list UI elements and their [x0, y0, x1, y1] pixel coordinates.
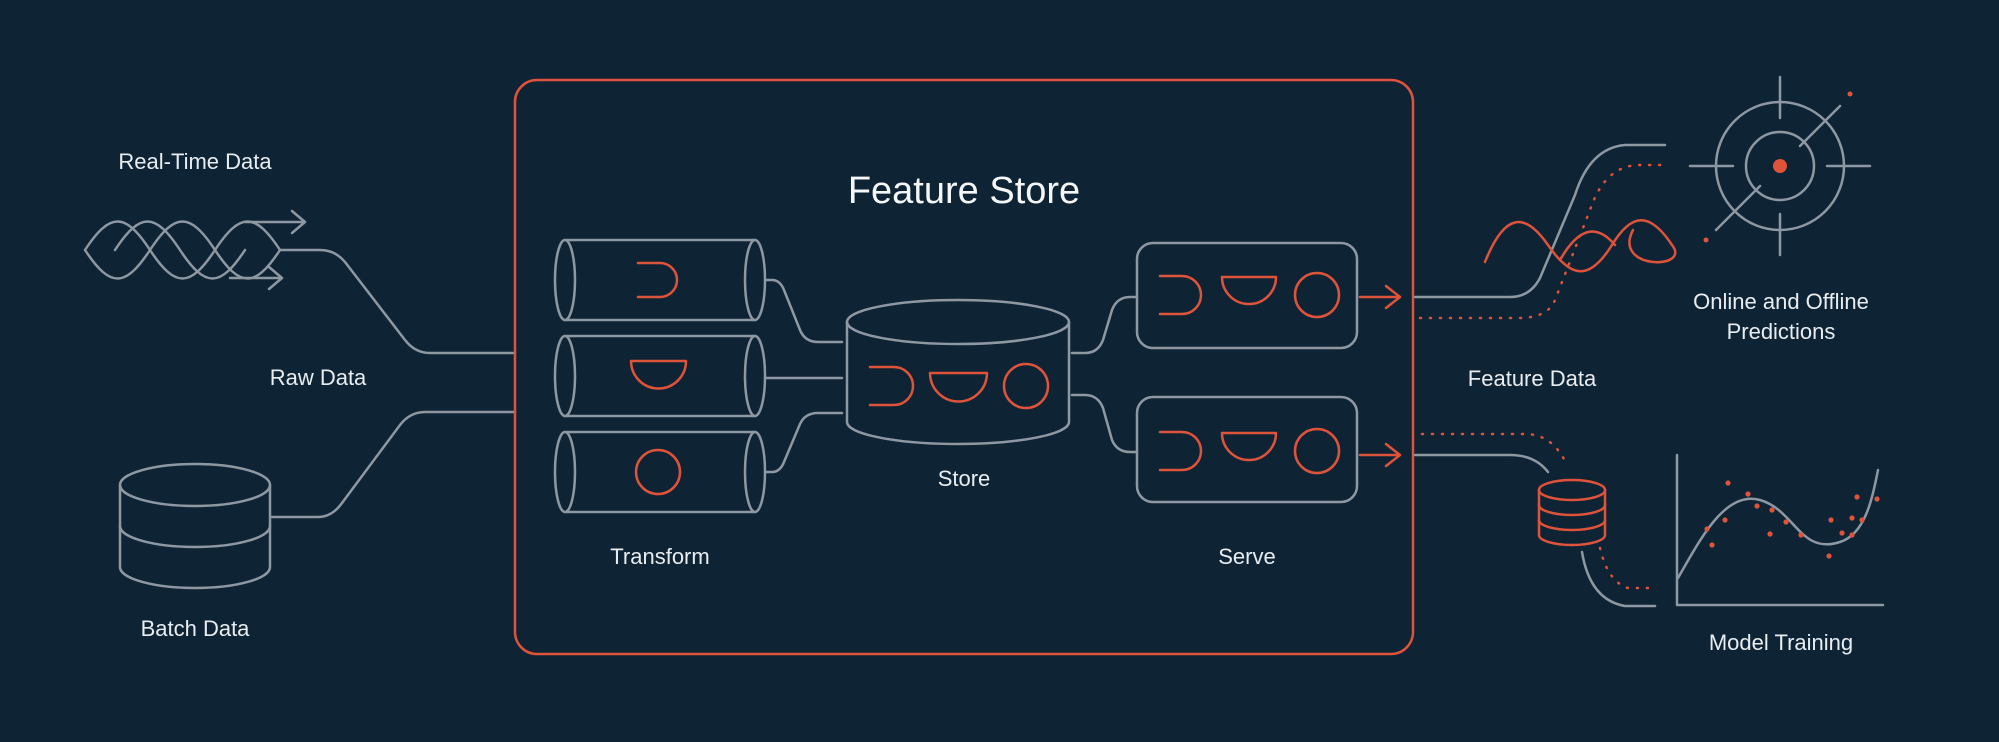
batch-data-database-icon: [118, 462, 272, 590]
online-feature-flow: [1413, 143, 1677, 320]
serve-box-online: [1135, 241, 1359, 350]
half-circle-down-icon: [1220, 275, 1278, 306]
circle-icon: [1293, 427, 1341, 475]
feature-wave-icon: [1483, 219, 1677, 273]
serve-output-arrow-bottom: [1358, 442, 1402, 468]
transform-cylinder-2: [553, 334, 767, 418]
transform-label: Transform: [610, 544, 709, 569]
predictions-label-line2: Predictions: [1727, 319, 1836, 344]
transform-cylinder-3: [553, 430, 767, 514]
offline-feature-flow: [1413, 432, 1657, 608]
batch-data-label: Batch Data: [141, 616, 251, 641]
feature-store-title: Feature Store: [848, 170, 1080, 212]
raw-data-stream-connector: [278, 248, 517, 355]
feature-store-container: [513, 78, 1415, 656]
model-training-label: Model Training: [1709, 630, 1853, 655]
half-circle-right-icon: [1158, 430, 1203, 472]
serve-box-offline: [1135, 395, 1359, 504]
model-training-plot-icon: [1675, 453, 1885, 607]
feature-data-label: Feature Data: [1468, 366, 1597, 391]
half-circle-right-icon: [636, 261, 679, 299]
real-time-data-label: Real-Time Data: [118, 149, 272, 174]
serve-label: Serve: [1218, 544, 1275, 569]
predictions-label-line1: Online and Offline: [1693, 289, 1869, 314]
store-database: [845, 298, 1071, 446]
transform-store-connector-3: [763, 411, 844, 474]
half-circle-right-icon: [1158, 274, 1203, 316]
half-circle-down-icon: [1220, 431, 1278, 462]
raw-data-label: Raw Data: [270, 365, 367, 390]
transform-store-connector-1: [763, 278, 844, 344]
half-circle-right-icon: [868, 365, 915, 407]
training-database-icon: [1537, 478, 1607, 547]
real-time-data-stream-icon: [83, 209, 307, 291]
store-serve-connector-top: [1070, 295, 1139, 355]
store-serve-connector-bottom: [1070, 393, 1139, 454]
circle-icon: [634, 448, 682, 496]
circle-icon: [1002, 362, 1050, 410]
batch-data-connector: [270, 410, 517, 519]
store-label: Store: [938, 466, 991, 491]
circle-icon: [1293, 271, 1341, 319]
prediction-target-icon: [1688, 75, 1872, 257]
half-circle-down-icon: [928, 371, 989, 403]
serve-output-arrow-top: [1358, 284, 1402, 310]
half-circle-down-icon: [629, 359, 688, 390]
transform-cylinder-1: [553, 238, 767, 322]
